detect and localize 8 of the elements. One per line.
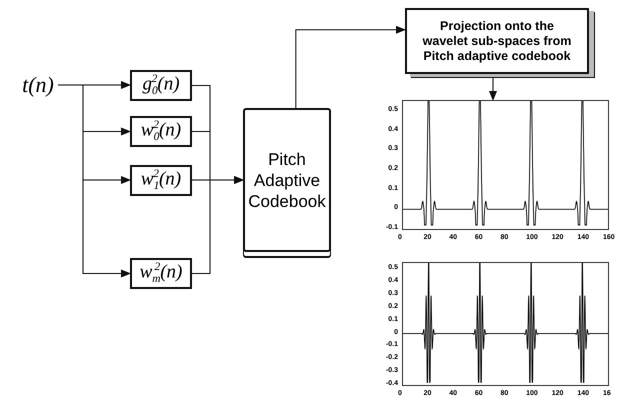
- arrow: [295, 26, 406, 108]
- signal-label: t(n): [18, 70, 58, 100]
- filter-box: w$_{0}$$^{2}$(n): [130, 116, 192, 147]
- filter-box: w$_{m}$$^{2}$(n): [130, 258, 192, 289]
- arrow: [192, 176, 244, 274]
- filter-box: g$_{0}$$^{2}$(n): [130, 70, 192, 101]
- filter-box: w$_{1}$$^{2}$(n): [130, 164, 192, 196]
- arrow: [58, 84, 131, 278]
